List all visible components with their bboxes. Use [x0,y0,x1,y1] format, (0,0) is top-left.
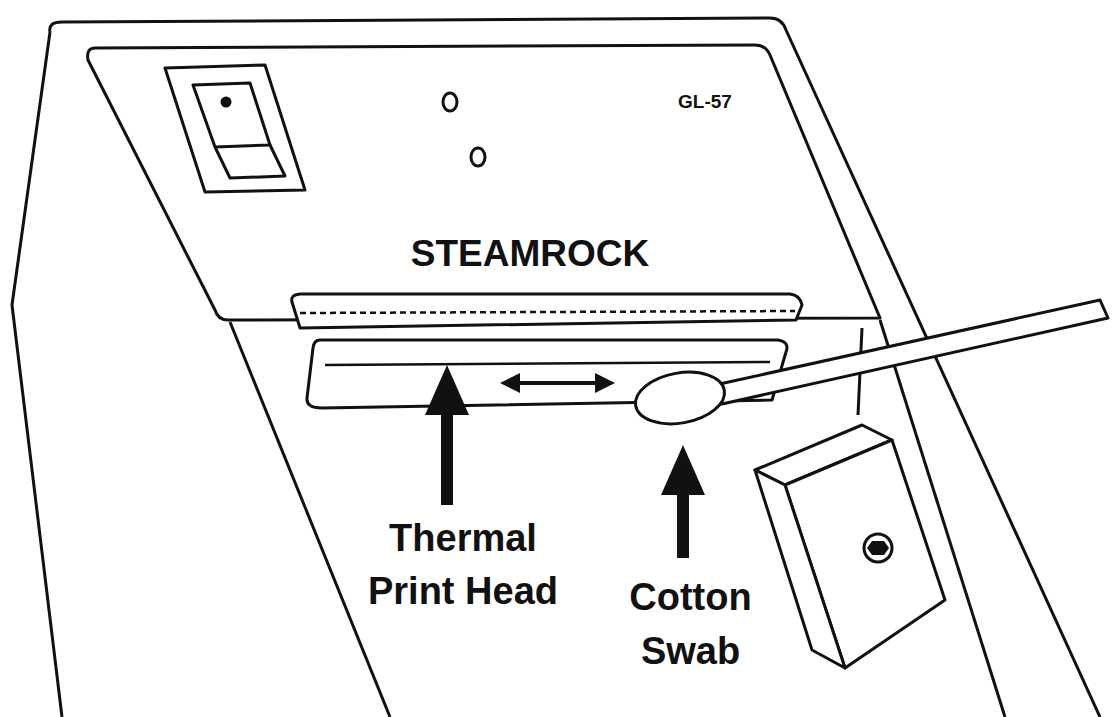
print-head-line [325,362,770,365]
paper-slot [292,294,802,328]
screw [864,534,892,562]
arrow-head [500,373,520,393]
part-label: Cotton Swab [603,570,778,678]
indicator-led [443,93,457,111]
arrow-head [425,365,469,415]
arrow-head [595,373,615,393]
bracket-block [755,470,845,668]
top-cover [88,45,880,320]
motion-arrow [515,381,600,385]
switch-frame [165,65,305,192]
rocker-switch [193,83,270,147]
arrow-head [661,445,705,495]
switch-dot [222,98,230,106]
pointer-arrow [441,410,453,505]
paper-slot-edge [300,311,795,313]
housing-outline [50,18,1100,717]
indicator-led [471,148,485,166]
rocker-switch [215,145,285,178]
brand-name: STEAMROCK [360,232,700,276]
swab-tip [631,366,728,431]
pointer-arrow [677,490,689,558]
housing-side [12,32,62,717]
model-number: GL-57 [640,90,770,114]
part-label: Thermal Print Head [363,512,563,618]
swab-stick [715,300,1108,404]
screw-socket [867,541,889,555]
